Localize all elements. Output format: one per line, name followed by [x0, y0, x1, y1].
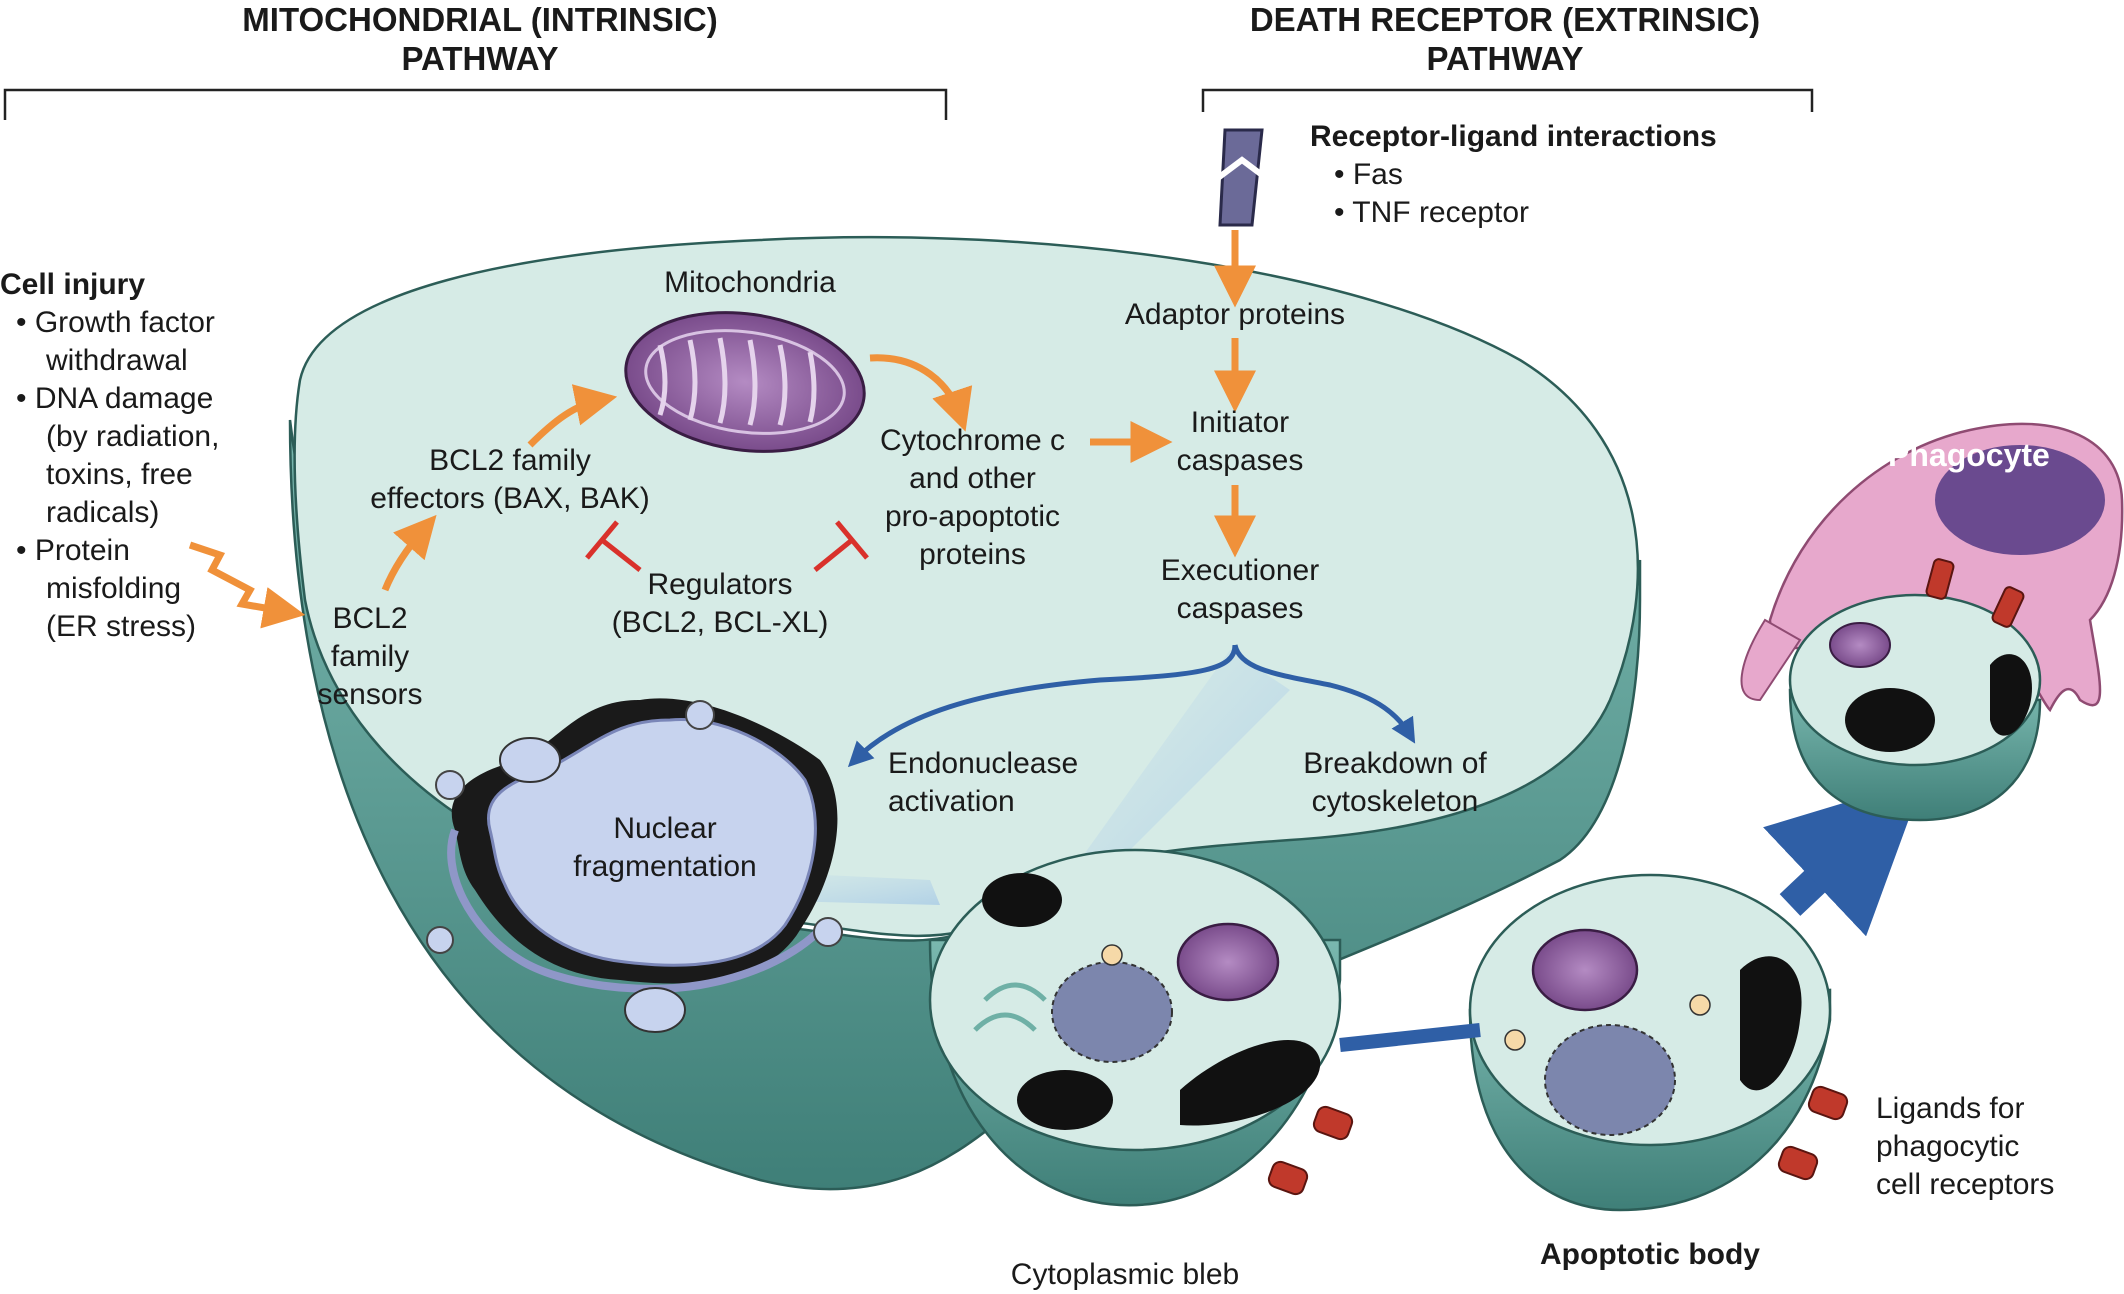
initiator-label: Initiator caspases: [1140, 404, 1340, 480]
orange-arrows: [188, 230, 1256, 629]
cytochrome-line: pro-apoptotic: [884, 500, 1061, 533]
cell-injury-line: radicals): [46, 496, 160, 529]
cytoplasmic-bleb-label: Cytoplasmic bleb: [1010, 1258, 1240, 1291]
cytochrome-label: Cytochrome c and other pro-apoptotic pro…: [850, 422, 1095, 574]
nuclear-fragments: [426, 700, 843, 1033]
regulators-line: Regulators: [647, 568, 793, 601]
bcl2-sensors-label: BCL2 family sensors: [300, 600, 440, 714]
receptor-title: Receptor-ligand interactions: [1310, 120, 1717, 153]
inhibitor-lines: [585, 520, 869, 572]
nuclear-line: Nuclear: [613, 812, 717, 845]
cell-injury-line: • Protein: [16, 534, 130, 567]
regulators-line: (BCL2, BCL-XL): [611, 606, 829, 639]
mitochondrion-large: [624, 311, 866, 453]
bcl2-effectors-line: effectors (BAX, BAK): [370, 482, 650, 515]
ligands-line: cell receptors: [1876, 1168, 2055, 1201]
ligands-line: phagocytic: [1876, 1130, 2020, 1163]
bcl2-sensors-line: BCL2: [332, 602, 408, 635]
engulfed-apoptotic-body: [1788, 593, 2042, 822]
apoptotic-body-label: Apoptotic body: [1540, 1238, 1760, 1271]
cell-injury-block: Cell injury • Growth factor withdrawal •…: [0, 266, 219, 646]
ligands-label: Ligands for phagocytic cell receptors: [1876, 1090, 2054, 1204]
regulators-label: Regulators (BCL2, BCL-XL): [590, 566, 850, 642]
initiator-line: caspases: [1176, 444, 1304, 477]
cell-injury-line: toxins, free: [46, 458, 193, 491]
endonuclease-line: activation: [888, 785, 1015, 818]
cytochrome-line: Cytochrome c: [879, 424, 1066, 457]
caspase-branches: [847, 644, 1416, 768]
death-receptor: [1216, 128, 1268, 227]
bcl2-sensors-line: sensors: [317, 678, 423, 711]
body-to-phagocyte-arrow: [1763, 778, 1924, 937]
endonuclease-label: Endonuclease activation: [888, 745, 1078, 821]
cytochrome-line: and other: [909, 462, 1036, 495]
receptor-block: Receptor-ligand interactions • Fas • TNF…: [1310, 118, 1717, 232]
executioner-label: Executioner caspases: [1130, 552, 1350, 628]
extrinsic-bracket: [1201, 88, 1814, 112]
apoptotic-body: [1468, 873, 1832, 1212]
endonuclease-line: Endonuclease: [888, 747, 1079, 780]
phagocytic-ligands: [1267, 558, 2025, 1196]
extrinsic-header: DEATH RECEPTOR (EXTRINSIC) PATHWAY: [1205, 0, 1805, 78]
cell-injury-line: • DNA damage: [16, 382, 214, 415]
cell-injury-line: (ER stress): [46, 610, 196, 643]
cell-injury-line: • Growth factor: [16, 306, 215, 339]
initiator-line: Initiator: [1190, 406, 1290, 439]
extrinsic-header-line-1: DEATH RECEPTOR (EXTRINSIC): [1249, 1, 1761, 38]
cell-injury-line: (by radiation,: [46, 420, 220, 453]
intrinsic-bracket: [3, 88, 948, 120]
bleb-to-body-band: [1339, 1023, 1481, 1052]
breakdown-label: Breakdown of cytoskeleton: [1280, 745, 1510, 821]
extrinsic-header-line-2: PATHWAY: [1426, 40, 1584, 77]
breakdown-line: Breakdown of: [1303, 747, 1487, 780]
mitochondria-label: Mitochondria: [664, 266, 836, 299]
receptor-item: • Fas: [1334, 158, 1403, 191]
cell-injury-title: Cell injury: [0, 268, 146, 301]
cell-injury-line: misfolding: [46, 572, 182, 605]
cytoplasmic-bleb: [928, 848, 1342, 1207]
intrinsic-header: MITOCHONDRIAL (INTRINSIC) PATHWAY: [180, 0, 780, 78]
ligands-line: Ligands for: [1876, 1092, 2025, 1125]
bcl2-effectors-label: BCL2 family effectors (BAX, BAK): [360, 442, 660, 518]
bcl2-effectors-line: BCL2 family: [429, 444, 591, 477]
nuclear-line: fragmentation: [573, 850, 757, 883]
cytochrome-line: proteins: [919, 538, 1026, 571]
receptor-item: • TNF receptor: [1334, 196, 1529, 229]
bcl2-sensors-line: family: [330, 640, 410, 673]
intrinsic-header-line-2: PATHWAY: [401, 40, 559, 77]
executioner-line: Executioner: [1160, 554, 1320, 587]
nuclear-fragmentation-label: Nuclear fragmentation: [520, 810, 810, 886]
cell-injury-line: withdrawal: [46, 344, 188, 377]
intrinsic-header-line-1: MITOCHONDRIAL (INTRINSIC): [242, 1, 718, 38]
adaptor-label: Adaptor proteins: [1124, 298, 1346, 331]
breakdown-line: cytoskeleton: [1311, 785, 1479, 818]
executioner-line: caspases: [1176, 592, 1304, 625]
phagocyte-label: Phagocyte: [1888, 437, 2050, 473]
